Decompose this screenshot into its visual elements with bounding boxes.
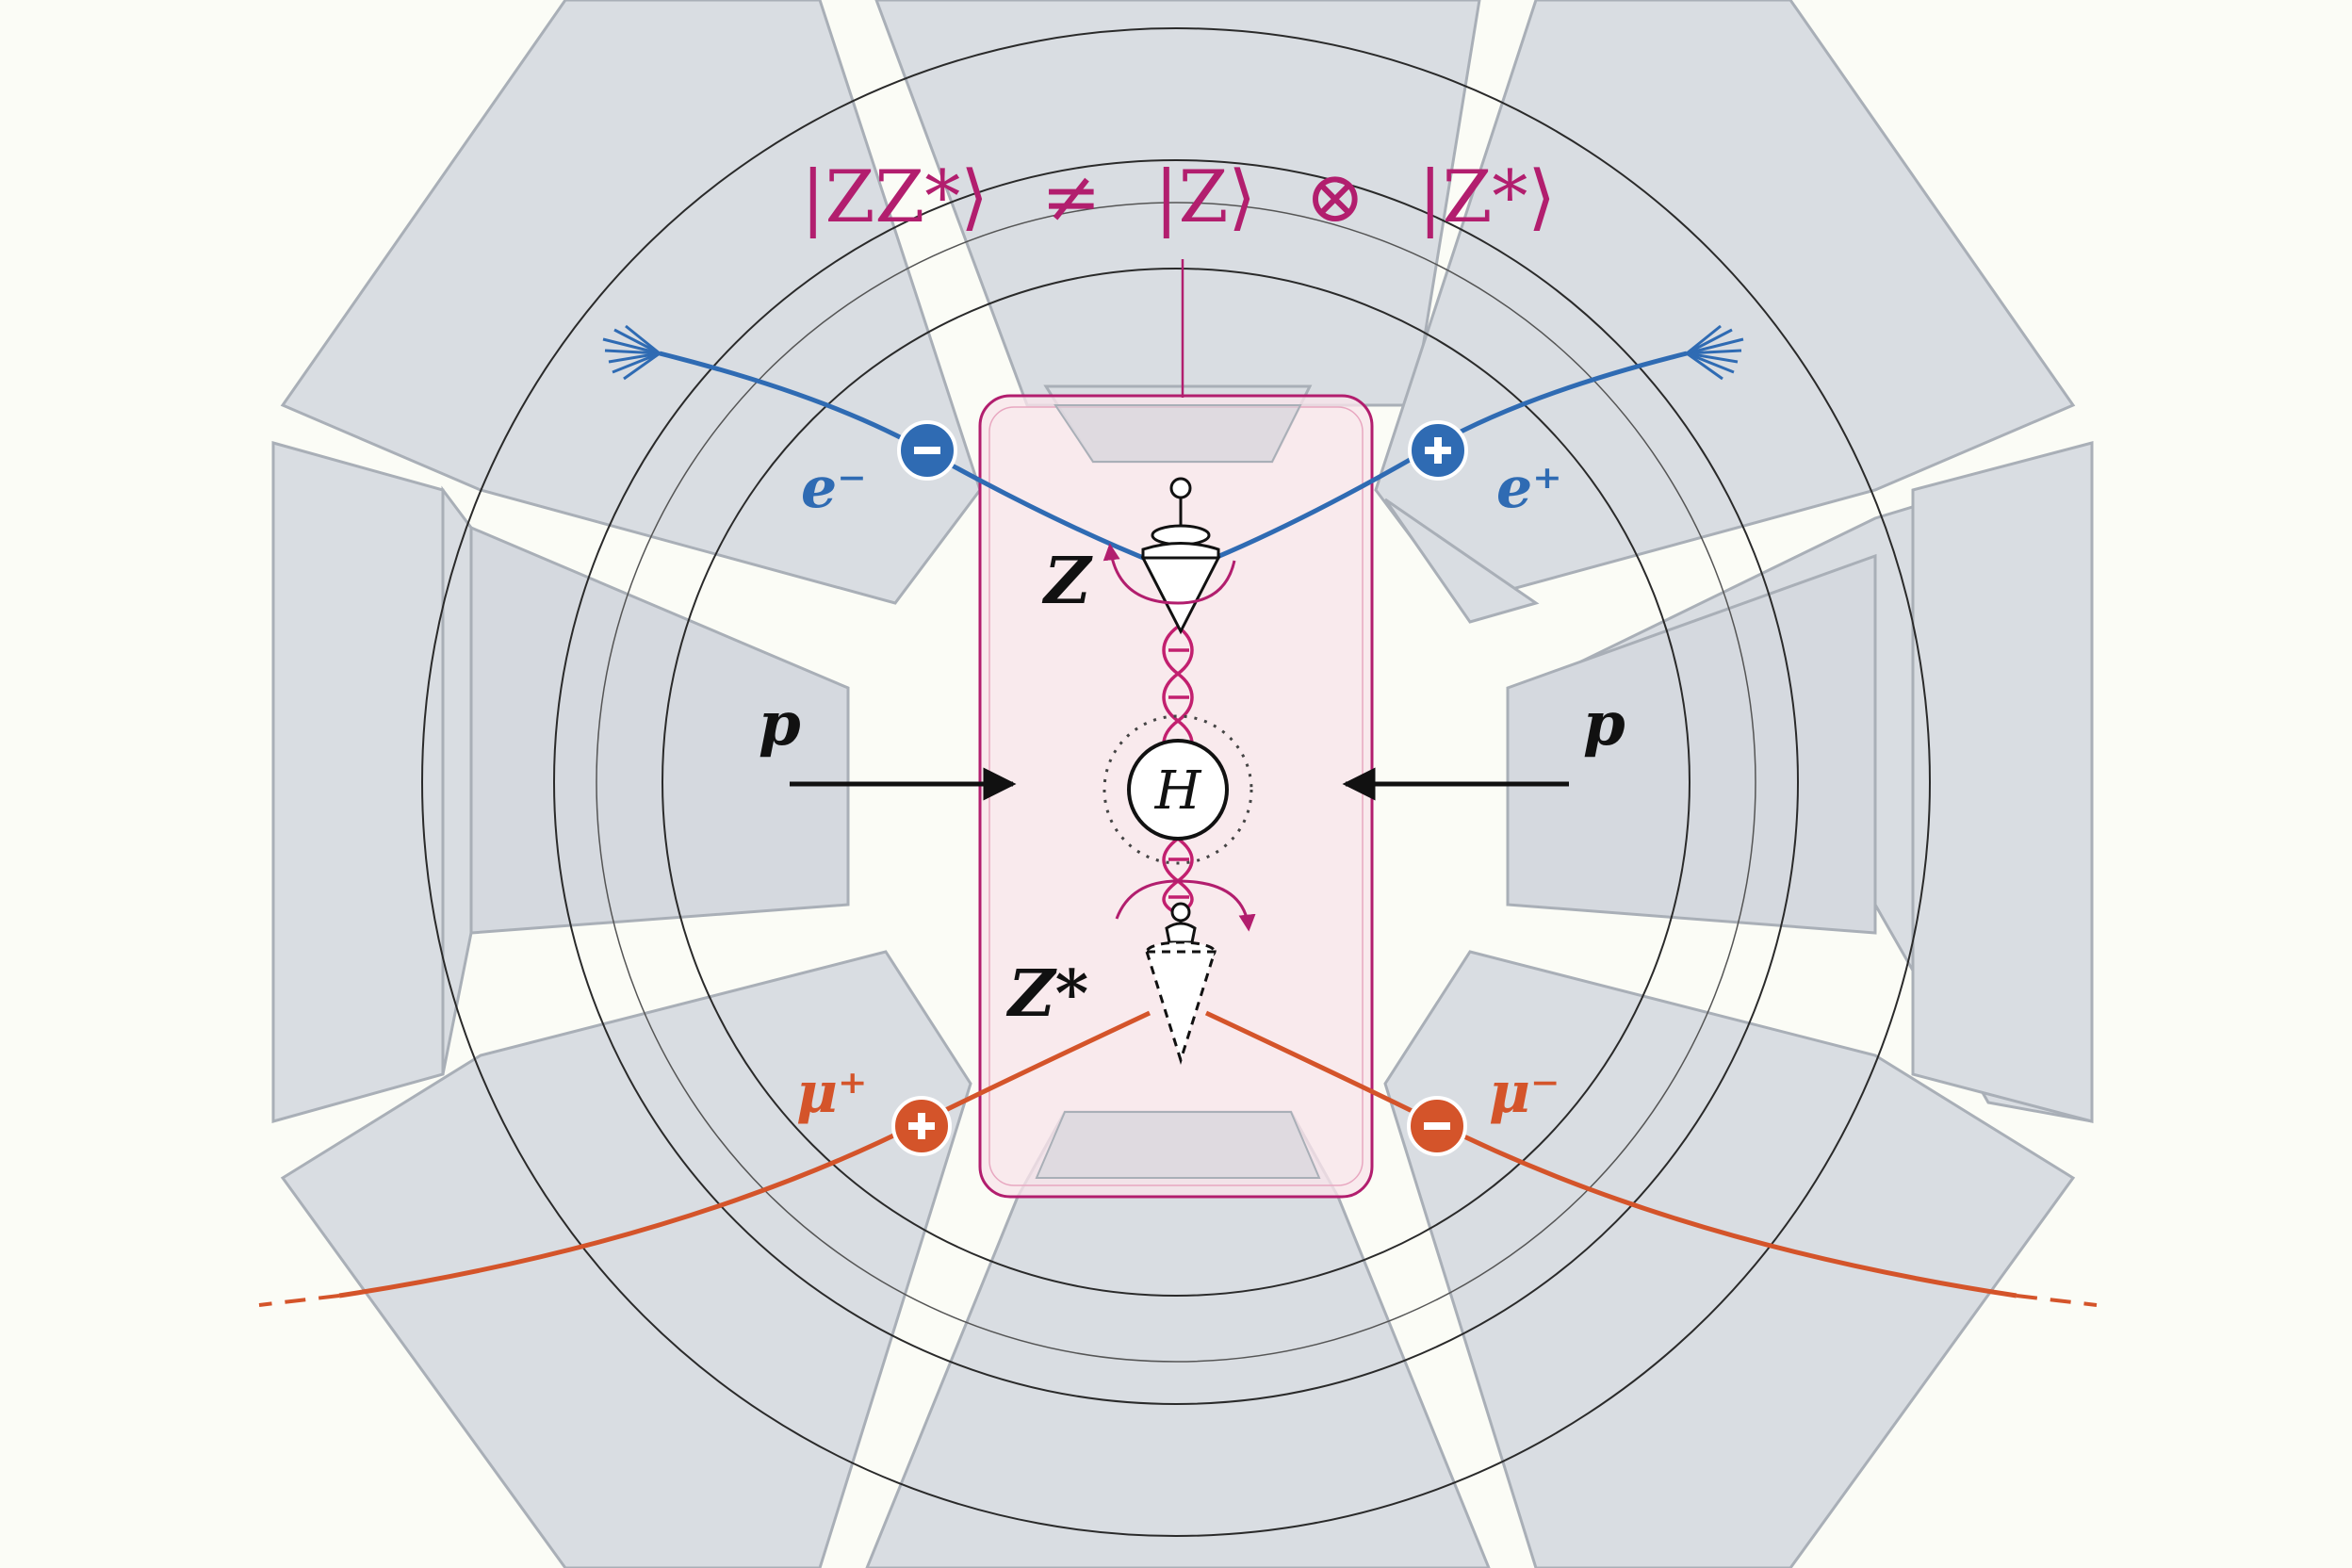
detector-module-top-left [280, 0, 982, 605]
detector-rings [421, 27, 1931, 1537]
mu-minus-track [1204, 1010, 2098, 1307]
inner-module-top [1054, 404, 1302, 463]
higgs-node: H [1102, 714, 1253, 865]
positron-label: e⁺ [1496, 455, 1562, 521]
detector-module-right [1506, 441, 2094, 1123]
mu-minus-charge-badge [1407, 1096, 1467, 1156]
outermost-ring [421, 27, 1931, 1537]
z-label: Z [1041, 544, 1093, 619]
inner-module-bottom [1035, 1111, 1321, 1179]
detector-module-left [271, 441, 850, 1123]
detector-module-bottom-right [1383, 950, 2076, 1568]
positron-charge-badge [1408, 420, 1468, 481]
mu-plus-label: μ⁺ [796, 1060, 868, 1126]
equation: |ZZ*⟩ ≠ |Z⟩ ⊗ |Z*⟩ [801, 155, 1556, 238]
equation-zstar-ket: |Z*⟩ [1418, 155, 1556, 238]
mu-plus-track [258, 1010, 1152, 1307]
proton-left-label: p [759, 689, 801, 760]
electron-label: e⁻ [801, 455, 867, 521]
detector-module-top-right [1374, 0, 2076, 624]
equation-zz-ket: |ZZ*⟩ [801, 155, 988, 238]
higgs-label: H [1154, 760, 1202, 822]
z-spinning-top [1140, 477, 1221, 635]
mid-outer-ring [596, 202, 1756, 1363]
zstar-spin-arrow [1115, 879, 1256, 932]
detector-module-bottom-left [280, 950, 972, 1568]
equation-not-equal: ≠ [1041, 155, 1102, 238]
mu-minus-label: μ⁻ [1489, 1060, 1560, 1126]
electron-shower [602, 324, 661, 381]
positron-shower [1686, 324, 1744, 381]
equation-tensor-product: ⊗ [1305, 155, 1365, 238]
middle-ring [662, 268, 1690, 1297]
proton-right-label: p [1583, 689, 1625, 760]
electron-charge-badge [897, 420, 957, 481]
z-spin-arrow [1102, 543, 1236, 605]
equation-z-ket: |Z⟩ [1154, 155, 1256, 238]
zstar-label: Z* [1005, 956, 1088, 1032]
detector-modules [271, 0, 2094, 1568]
zstar-spinning-top [1144, 902, 1217, 1066]
mu-plus-charge-badge [891, 1096, 952, 1156]
outer-ring [553, 159, 1799, 1405]
